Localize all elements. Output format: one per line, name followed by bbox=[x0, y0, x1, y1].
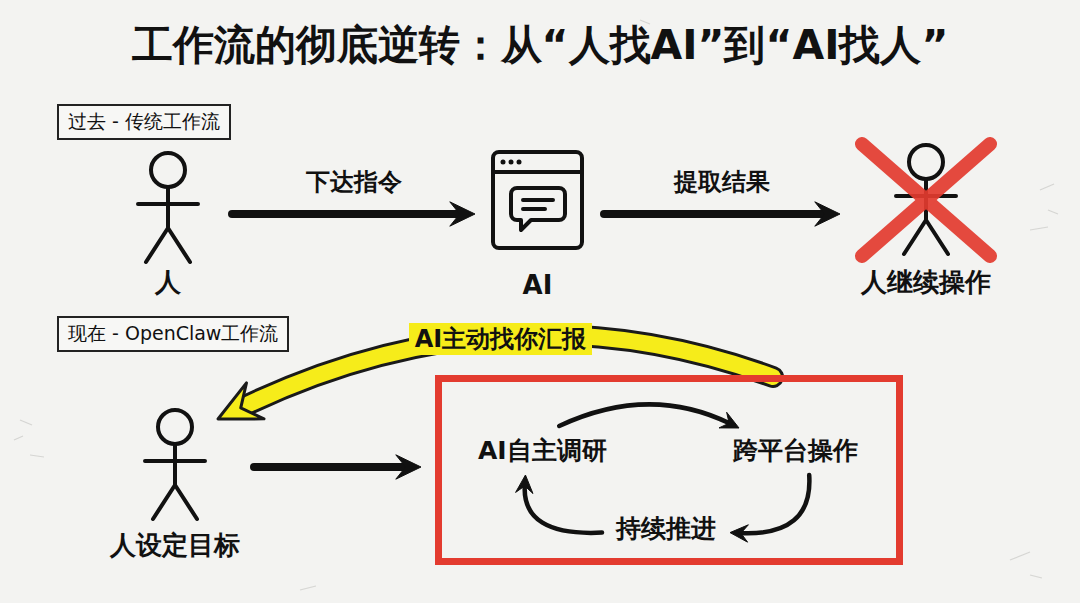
arrow-head bbox=[450, 202, 475, 226]
arrow-line bbox=[525, 485, 602, 533]
connector bbox=[516, 475, 602, 533]
connector bbox=[604, 202, 840, 226]
node-text: 现在 - OpenClaw工作流 bbox=[68, 321, 278, 347]
arrow-head bbox=[516, 475, 533, 494]
stick-figure bbox=[118, 148, 218, 278]
arrow-head bbox=[815, 202, 840, 226]
node-text: AI bbox=[523, 270, 553, 300]
arrow-line bbox=[740, 475, 809, 533]
ai-loop-region: AI自主调研 跨平台操作持续推进 bbox=[435, 375, 903, 565]
edge-label: AI主动找你汇报 bbox=[409, 323, 593, 355]
arrow-head bbox=[719, 412, 739, 428]
stick-figure bbox=[100, 405, 250, 535]
actor-node: AI bbox=[485, 148, 590, 300]
node-text: 持续推进 bbox=[616, 512, 716, 545]
section-tag: 现在 - OpenClaw工作流 bbox=[57, 316, 289, 352]
node-text: 过去 - 传统工作流 bbox=[68, 109, 220, 135]
edge-label: 提取结果 bbox=[668, 166, 776, 198]
ai-window-icon bbox=[485, 148, 590, 258]
node-text: AI自主调研 bbox=[478, 434, 607, 467]
process-step: AI自主调研 bbox=[472, 430, 613, 471]
arrow-head bbox=[730, 525, 748, 542]
grunge-marks bbox=[14, 20, 1058, 590]
process-step: 持续推进 bbox=[610, 508, 722, 549]
diagram-title: 工作流的彻底逆转：从“人找AI”到“AI找人” bbox=[0, 18, 1080, 73]
actor-node: 人 bbox=[118, 148, 218, 300]
arrow-line bbox=[254, 463, 407, 471]
connector bbox=[254, 455, 421, 479]
connector bbox=[730, 475, 809, 542]
arrow-line bbox=[559, 404, 730, 426]
connector bbox=[232, 202, 475, 226]
section-tag: 过去 - 传统工作流 bbox=[57, 104, 231, 140]
arrow-head bbox=[218, 383, 264, 419]
stick-figure bbox=[850, 140, 1002, 270]
actor-node: 人继续操作 bbox=[850, 140, 1002, 300]
node-text: 人继续操作 bbox=[861, 265, 991, 300]
actor-node: 人设定目标 bbox=[100, 405, 250, 563]
arrow-line bbox=[604, 210, 826, 218]
node-text: 人设定目标 bbox=[110, 528, 240, 563]
edge-label: 下达指令 bbox=[300, 166, 408, 198]
arrow-head bbox=[396, 455, 421, 479]
node-text: 人 bbox=[155, 265, 181, 300]
process-step: 跨平台操作 bbox=[727, 430, 864, 471]
connector bbox=[559, 404, 739, 428]
node-text: 跨平台操作 bbox=[733, 434, 858, 467]
arrow-line bbox=[232, 210, 461, 218]
